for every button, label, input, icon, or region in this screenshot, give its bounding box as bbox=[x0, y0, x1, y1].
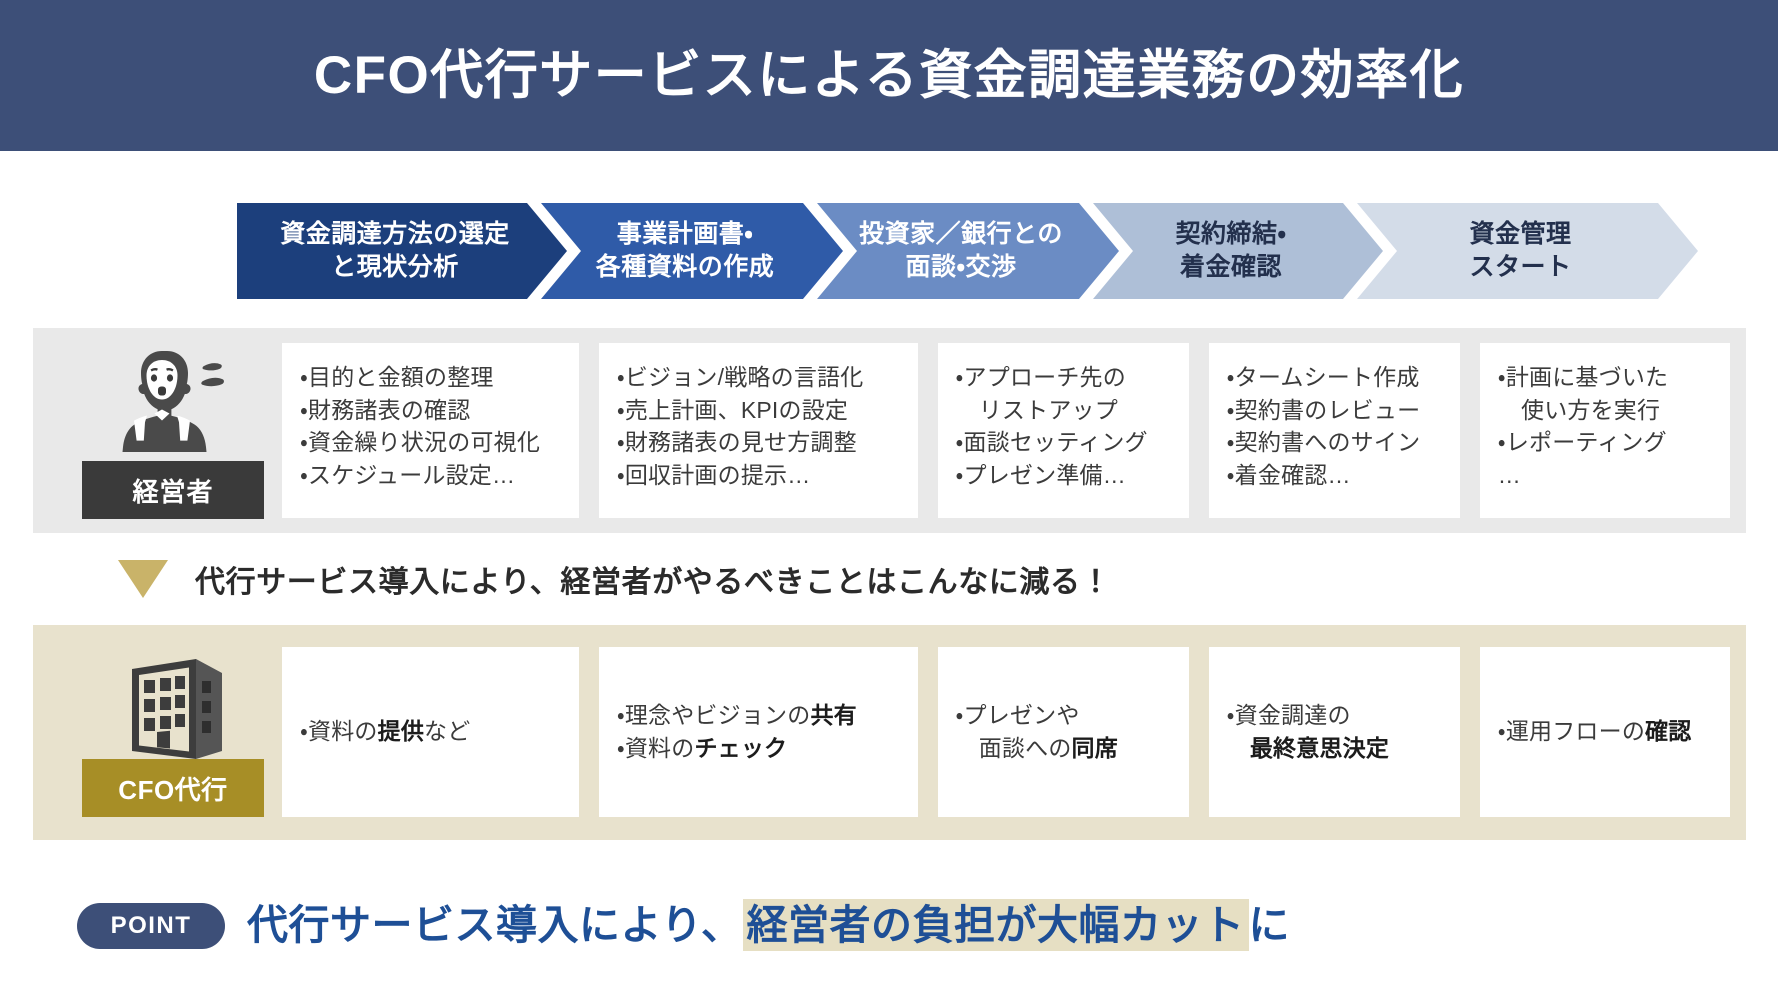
task-list-item: ・売上計画、KPIの設定 bbox=[616, 396, 849, 423]
task-list-item: ・着金確認… bbox=[1226, 461, 1351, 488]
task-list-item: ・資料の提供など bbox=[300, 715, 470, 748]
point-footer-text: 代行サービス導入により、経営者の負担が大幅カットに bbox=[247, 899, 1291, 952]
cfo-task-card-3[interactable]: ・プレゼンや 面談への同席 bbox=[937, 647, 1189, 817]
page-title: CFO代行サービスによる資金調達業務の効率化 bbox=[313, 46, 1465, 105]
cfo-task-list-4: ・資金調達の 最終意思決定 bbox=[1227, 699, 1389, 766]
task-list-item: … bbox=[1497, 461, 1521, 488]
owner-task-cards: ・目的と金額の整理・財務諸表の確認・資金繰り状況の可視化・スケジュール設定… ・… bbox=[282, 343, 1730, 518]
middle-callout: 代行サービス導入により、経営者がやるべきことはこんなに減る！ bbox=[118, 557, 1111, 601]
point-badge: POINT bbox=[77, 903, 225, 949]
task-list-item: ・資金調達の 最終意思決定 bbox=[1227, 699, 1389, 766]
item-text: ・運用フローの bbox=[1497, 718, 1646, 745]
task-list-item: ・面談セッティング bbox=[955, 429, 1148, 456]
flow-arrow-shape bbox=[541, 203, 843, 299]
cfo-persona: CFO代行 bbox=[82, 647, 264, 817]
cfo-task-list-5: ・運用フローの確認 bbox=[1498, 715, 1692, 748]
task-list-item: ・運用フローの確認 bbox=[1498, 715, 1692, 748]
flow-step-2[interactable]: 事業計画書・ 各種資料の作成 bbox=[541, 203, 843, 299]
owner-persona-tag: 経営者 bbox=[82, 461, 264, 519]
item-emphasis: 共有 bbox=[810, 701, 857, 728]
process-flow-steps: 資金調達方法の選定 と現状分析 事業計画書・ 各種資料の作成 投資家／銀行との … bbox=[237, 203, 1750, 299]
task-list-item: ・目的と金額の整理 bbox=[300, 364, 494, 390]
cfo-persona-label: CFO代行 bbox=[118, 774, 228, 805]
owner-task-list-3: ・アプローチ先の リストアップ・面談セッティング・プレゼン準備… bbox=[956, 361, 1148, 492]
owner-task-card-4[interactable]: ・タームシート作成・契約書のレビュー・契約書へのサイン・着金確認… bbox=[1208, 343, 1460, 518]
owner-task-list-5: ・計画に基づいた 使い方を実行・レポーティング … bbox=[1498, 361, 1668, 492]
triangle-down-icon bbox=[118, 560, 168, 598]
item-emphasis: 最終意思決定 bbox=[1249, 735, 1390, 761]
task-list-item: ・契約書のレビュー bbox=[1226, 396, 1421, 423]
flow-step-1[interactable]: 資金調達方法の選定 と現状分析 bbox=[237, 203, 567, 299]
item-text: ・資金調達の bbox=[1226, 701, 1351, 728]
task-list-item: ・スケジュール設定… bbox=[300, 461, 516, 488]
cfo-task-card-1[interactable]: ・資料の提供など bbox=[282, 647, 579, 817]
cfo-task-card-5[interactable]: ・運用フローの確認 bbox=[1479, 647, 1730, 817]
cfo-task-card-2[interactable]: ・理念やビジョンの共有・資料のチェック bbox=[598, 647, 918, 817]
point-badge-label: POINT bbox=[110, 912, 192, 939]
task-list-item: ・レポーティング bbox=[1497, 429, 1667, 456]
owner-task-list-4: ・タームシート作成・契約書のレビュー・契約書へのサイン・着金確認… bbox=[1227, 361, 1421, 492]
cfo-task-band: CFO代行 ・資料の提供など ・理念やビジョンの共有・資料のチェック ・プレゼン… bbox=[33, 625, 1746, 840]
owner-persona: 経営者 bbox=[82, 341, 264, 519]
task-list-item: ・資料のチェック bbox=[617, 732, 857, 765]
task-list-item: ・財務諸表の見せ方調整 bbox=[616, 429, 857, 456]
item-text: ・プレゼンや 面談への bbox=[955, 701, 1080, 761]
item-text: など bbox=[424, 718, 471, 745]
item-text: ・資料の bbox=[616, 735, 695, 761]
cfo-task-card-4[interactable]: ・資金調達の 最終意思決定 bbox=[1208, 647, 1460, 817]
task-list-item: ・計画に基づいた 使い方を実行 bbox=[1497, 364, 1669, 423]
task-list-item: ・資金繰り状況の可視化 bbox=[300, 429, 541, 456]
point-text-before: 代行サービス導入により、 bbox=[247, 902, 743, 949]
flow-step-2-label: 事業計画書・ 各種資料の作成 bbox=[595, 220, 775, 281]
point-text-highlight: 経営者の負担が大幅カット bbox=[742, 899, 1249, 952]
item-emphasis: 同席 bbox=[1071, 735, 1118, 761]
cfo-task-cards: ・資料の提供など ・理念やビジョンの共有・資料のチェック ・プレゼンや 面談への… bbox=[282, 647, 1730, 817]
flow-arrow-shape bbox=[237, 203, 567, 299]
task-list-item: ・ビジョン/戦略の言語化 bbox=[616, 364, 864, 390]
cfo-task-list-2: ・理念やビジョンの共有・資料のチェック bbox=[617, 699, 857, 766]
owner-task-list-1: ・目的と金額の整理・財務諸表の確認・資金繰り状況の可視化・スケジュール設定… bbox=[300, 361, 540, 492]
cfo-persona-tag: CFO代行 bbox=[82, 759, 264, 817]
flow-arrow-shape bbox=[817, 203, 1119, 299]
cfo-task-list-1: ・資料の提供など bbox=[300, 715, 470, 748]
page-header: CFO代行サービスによる資金調達業務の効率化 bbox=[0, 0, 1778, 151]
worried-businessman-icon bbox=[122, 351, 224, 452]
owner-task-list-2: ・ビジョン/戦略の言語化・売上計画、KPIの設定・財務諸表の見せ方調整・回収計画… bbox=[617, 361, 864, 492]
item-emphasis: チェック bbox=[694, 735, 788, 761]
middle-callout-text: 代行サービス導入により、経営者がやるべきことはこんなに減る！ bbox=[195, 566, 1112, 599]
owner-task-card-1[interactable]: ・目的と金額の整理・財務諸表の確認・資金繰り状況の可視化・スケジュール設定… bbox=[282, 343, 579, 518]
flow-step-4[interactable]: 契約締結・ 着金確認 bbox=[1093, 203, 1383, 299]
flow-step-5-label: 資金管理 スタート bbox=[1469, 220, 1572, 281]
task-list-item: ・契約書へのサイン bbox=[1226, 429, 1421, 456]
task-list-item: ・アプローチ先の リストアップ bbox=[955, 364, 1126, 423]
task-list-item: ・財務諸表の確認 bbox=[300, 396, 471, 423]
office-building-icon bbox=[132, 659, 222, 759]
task-list-item: ・プレゼンや 面談への同席 bbox=[956, 699, 1118, 766]
flow-arrow-shape bbox=[1357, 203, 1698, 299]
owner-task-card-2[interactable]: ・ビジョン/戦略の言語化・売上計画、KPIの設定・財務諸表の見せ方調整・回収計画… bbox=[598, 343, 918, 518]
item-text: ・理念やビジョンの bbox=[616, 701, 811, 728]
flow-step-3[interactable]: 投資家／銀行との 面談・交渉 bbox=[817, 203, 1119, 299]
task-list-item: ・回収計画の提示… bbox=[616, 461, 811, 488]
flow-arrow-shape bbox=[1093, 203, 1383, 299]
owner-persona-label: 経営者 bbox=[132, 476, 214, 507]
item-emphasis: 提供 bbox=[377, 718, 425, 745]
flow-step-1-label: 資金調達方法の選定 と現状分析 bbox=[280, 220, 510, 281]
item-emphasis: 確認 bbox=[1645, 718, 1692, 745]
point-text-after: に bbox=[1248, 902, 1291, 949]
owner-task-band: 経営者 ・目的と金額の整理・財務諸表の確認・資金繰り状況の可視化・スケジュール設… bbox=[33, 328, 1746, 533]
flow-step-3-label: 投資家／銀行との 面談・交渉 bbox=[859, 220, 1063, 281]
owner-task-card-5[interactable]: ・計画に基づいた 使い方を実行・レポーティング … bbox=[1479, 343, 1730, 518]
flow-step-5[interactable]: 資金管理 スタート bbox=[1357, 203, 1698, 299]
task-list-item: ・理念やビジョンの共有 bbox=[617, 699, 857, 732]
point-footer: POINT 代行サービス導入により、経営者の負担が大幅カットに bbox=[77, 899, 1291, 952]
task-list-item: ・プレゼン準備… bbox=[955, 461, 1126, 488]
owner-task-card-3[interactable]: ・アプローチ先の リストアップ・面談セッティング・プレゼン準備… bbox=[937, 343, 1189, 518]
item-text: ・資料の bbox=[300, 718, 378, 745]
flow-step-4-label: 契約締結・ 着金確認 bbox=[1175, 220, 1287, 281]
task-list-item: ・タームシート作成 bbox=[1226, 364, 1420, 390]
cfo-task-list-3: ・プレゼンや 面談への同席 bbox=[956, 699, 1118, 766]
